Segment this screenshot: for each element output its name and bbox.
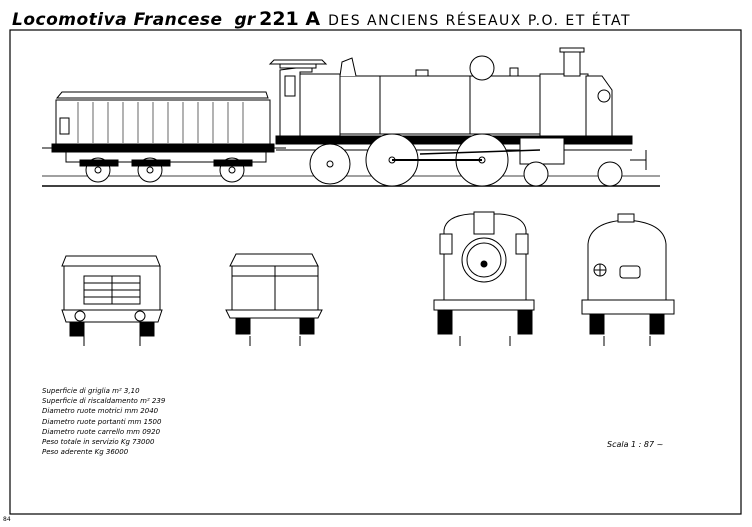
locomotive-end-view-rear xyxy=(581,213,675,346)
spec-carrying-wheel-diameter: Diametro ruote portanti mm 1500 xyxy=(42,417,162,426)
title-number: 221 A xyxy=(259,8,321,30)
title-subtitle: DES ANCIENS RÉSEAUX P.O. ET ÉTAT xyxy=(328,13,632,29)
spec-bogie-wheel-diameter: Diametro ruote carrello mm 0920 xyxy=(42,427,161,436)
spec-heating-surface: Superficie di riscaldamento m² 239 xyxy=(42,397,166,406)
specifications-list: Superficie di griglia m² 3,10 Superficie… xyxy=(42,386,165,457)
page-mark: 84 xyxy=(3,516,11,523)
sheet-frame xyxy=(9,29,742,515)
spec-grate-area: Superficie di griglia m² 3,10 xyxy=(42,387,140,395)
tender-end-view-rear xyxy=(61,255,163,346)
title-main: Locomotiva Francese xyxy=(12,10,223,30)
locomotive-side-view xyxy=(268,47,647,187)
locomotive-end-view-front xyxy=(433,211,535,346)
scale-label: Scala 1 : 87 ~ xyxy=(607,440,664,449)
spec-driving-wheel-diameter: Diametro ruote motrici mm 2040 xyxy=(42,407,159,416)
title-gr: gr xyxy=(234,10,256,30)
tender-side-view xyxy=(42,91,286,183)
spec-adhesive-weight: Peso aderente Kg 36000 xyxy=(42,448,129,457)
spec-total-weight: Peso totale in servizio Kg 73000 xyxy=(42,438,155,447)
tender-end-view-front xyxy=(225,253,323,346)
